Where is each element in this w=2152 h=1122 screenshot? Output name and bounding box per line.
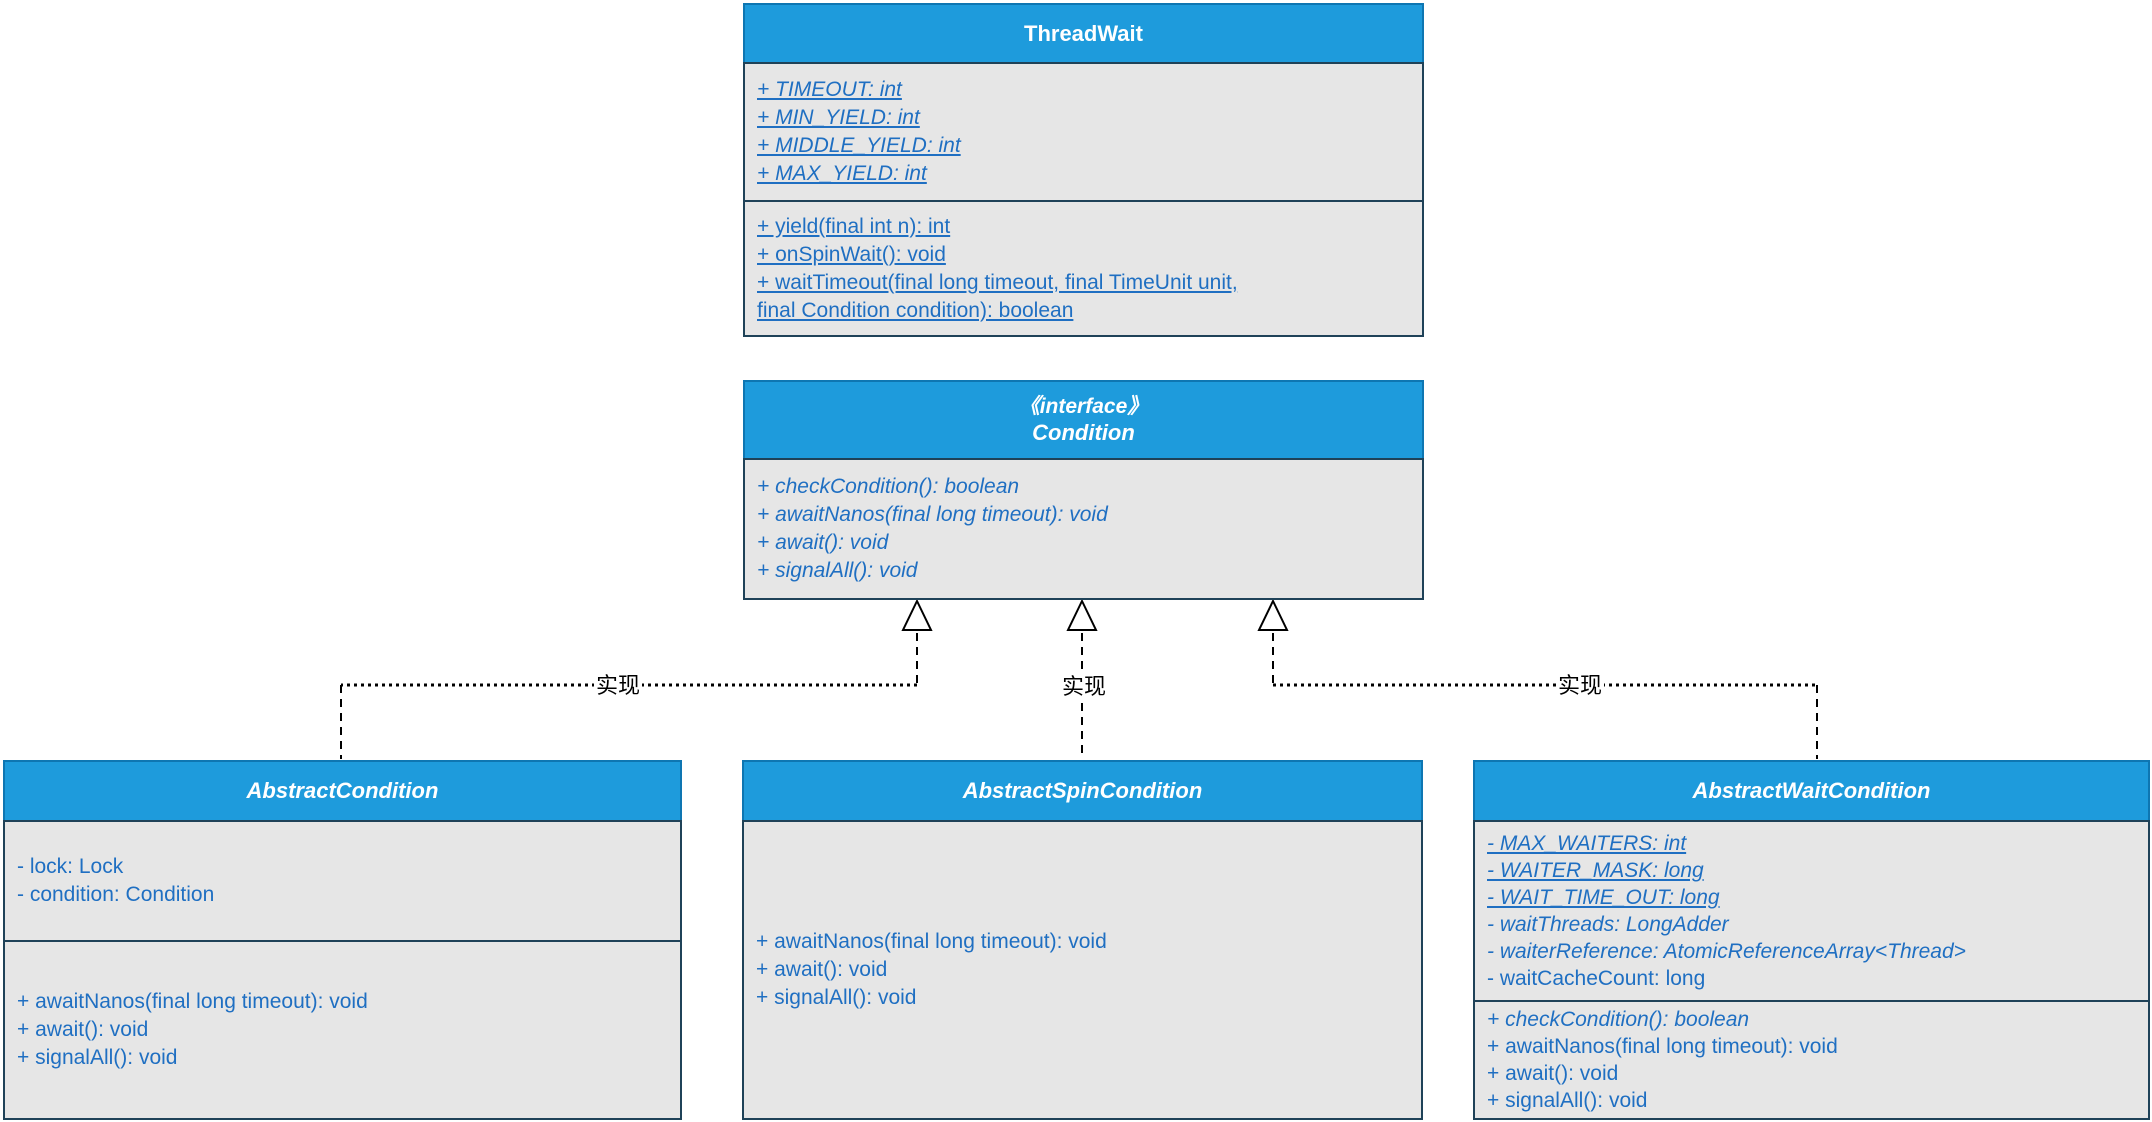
field-line: - waiterReference: AtomicReferenceArray<… <box>1487 940 1966 963</box>
class-threadwait: ThreadWait + TIMEOUT: int + MIN_YIELD: i… <box>743 3 1424 337</box>
field-line: - waitCacheCount: long <box>1487 967 1706 990</box>
class-title-bar: 《interface》 Condition <box>743 380 1424 458</box>
method-line: + signalAll(): void <box>17 1046 178 1069</box>
method-line: + signalAll(): void <box>1487 1089 1648 1112</box>
methods-section: + awaitNanos(final long timeout): void +… <box>5 940 680 1118</box>
class-title: Condition <box>1032 420 1135 445</box>
class-title-bar: AbstractCondition <box>3 760 682 820</box>
class-title-bar: ThreadWait <box>743 3 1424 62</box>
method-line: final Condition condition): boolean <box>757 298 1074 322</box>
class-abstractwaitcondition: AbstractWaitCondition - MAX_WAITERS: int… <box>1473 760 2150 1120</box>
method-line: + awaitNanos(final long timeout): void <box>756 930 1107 953</box>
field-line: - waitThreads: LongAdder <box>1487 913 1729 936</box>
method-line: + signalAll(): void <box>756 986 917 1009</box>
field-line: - MAX_WAITERS: int <box>1487 832 1687 855</box>
class-title: ThreadWait <box>1024 20 1143 46</box>
class-title-bar: AbstractSpinCondition <box>742 760 1423 820</box>
fields-section: + TIMEOUT: int + MIN_YIELD: int + MIDDLE… <box>745 62 1422 200</box>
field-line: + MAX_YIELD: int <box>757 162 927 185</box>
field-line: + MIN_YIELD: int <box>757 106 920 129</box>
methods-section: + checkCondition(): boolean + awaitNanos… <box>1475 1000 2148 1118</box>
class-title: AbstractCondition <box>246 778 439 803</box>
methods-section: + awaitNanos(final long timeout): void +… <box>744 820 1421 1118</box>
method-line: + awaitNanos(final long timeout): void <box>17 990 368 1013</box>
method-line: + yield(final int n): int <box>757 214 951 238</box>
fields-section: - lock: Lock - condition: Condition <box>5 820 680 940</box>
method-line: + await(): void <box>756 958 888 981</box>
methods-section: + yield(final int n): int + onSpinWait()… <box>745 200 1422 335</box>
method-line: + await(): void <box>1487 1062 1619 1085</box>
class-condition-interface: 《interface》 Condition + checkCondition()… <box>743 380 1424 600</box>
method-line: + await(): void <box>757 531 889 554</box>
method-line: + signalAll(): void <box>757 559 918 582</box>
method-line: + waitTimeout(final long timeout, final … <box>757 270 1238 294</box>
class-abstractcondition: AbstractCondition - lock: Lock - conditi… <box>3 760 682 1120</box>
method-line: + onSpinWait(): void <box>757 242 946 266</box>
edge-label-realize-middle: 实现 <box>1059 674 1109 699</box>
field-line: - condition: Condition <box>17 883 215 906</box>
field-line: - WAITER_MASK: long <box>1487 859 1704 882</box>
realization-edge-abstractwaitcondition <box>1257 598 1818 759</box>
realization-arrowhead-icon <box>1257 598 1289 631</box>
field-line: - lock: Lock <box>17 855 124 878</box>
field-line: - WAIT_TIME_OUT: long <box>1487 886 1720 909</box>
realization-arrowhead-icon <box>1066 598 1098 631</box>
edge-label-realize-left: 实现 <box>593 673 643 698</box>
method-line: + await(): void <box>17 1018 149 1041</box>
stereotype-label: 《interface》 <box>1018 395 1149 418</box>
field-line: + MIDDLE_YIELD: int <box>757 134 961 157</box>
class-title: AbstractWaitCondition <box>1692 778 1931 803</box>
method-line: + awaitNanos(final long timeout): void <box>757 503 1108 526</box>
fields-section: - MAX_WAITERS: int - WAITER_MASK: long -… <box>1475 820 2148 1000</box>
class-abstractspincondition: AbstractSpinCondition + awaitNanos(final… <box>742 760 1423 1120</box>
field-line: + TIMEOUT: int <box>757 78 902 101</box>
class-title-bar: AbstractWaitCondition <box>1473 760 2150 820</box>
method-line: + awaitNanos(final long timeout): void <box>1487 1035 1838 1058</box>
class-title: AbstractSpinCondition <box>962 778 1203 803</box>
methods-section: + checkCondition(): boolean + awaitNanos… <box>745 458 1422 598</box>
realization-arrowhead-icon <box>901 598 933 631</box>
method-line: + checkCondition(): boolean <box>757 475 1020 498</box>
method-line: + checkCondition(): boolean <box>1487 1008 1750 1031</box>
edge-label-realize-right: 实现 <box>1555 673 1605 698</box>
